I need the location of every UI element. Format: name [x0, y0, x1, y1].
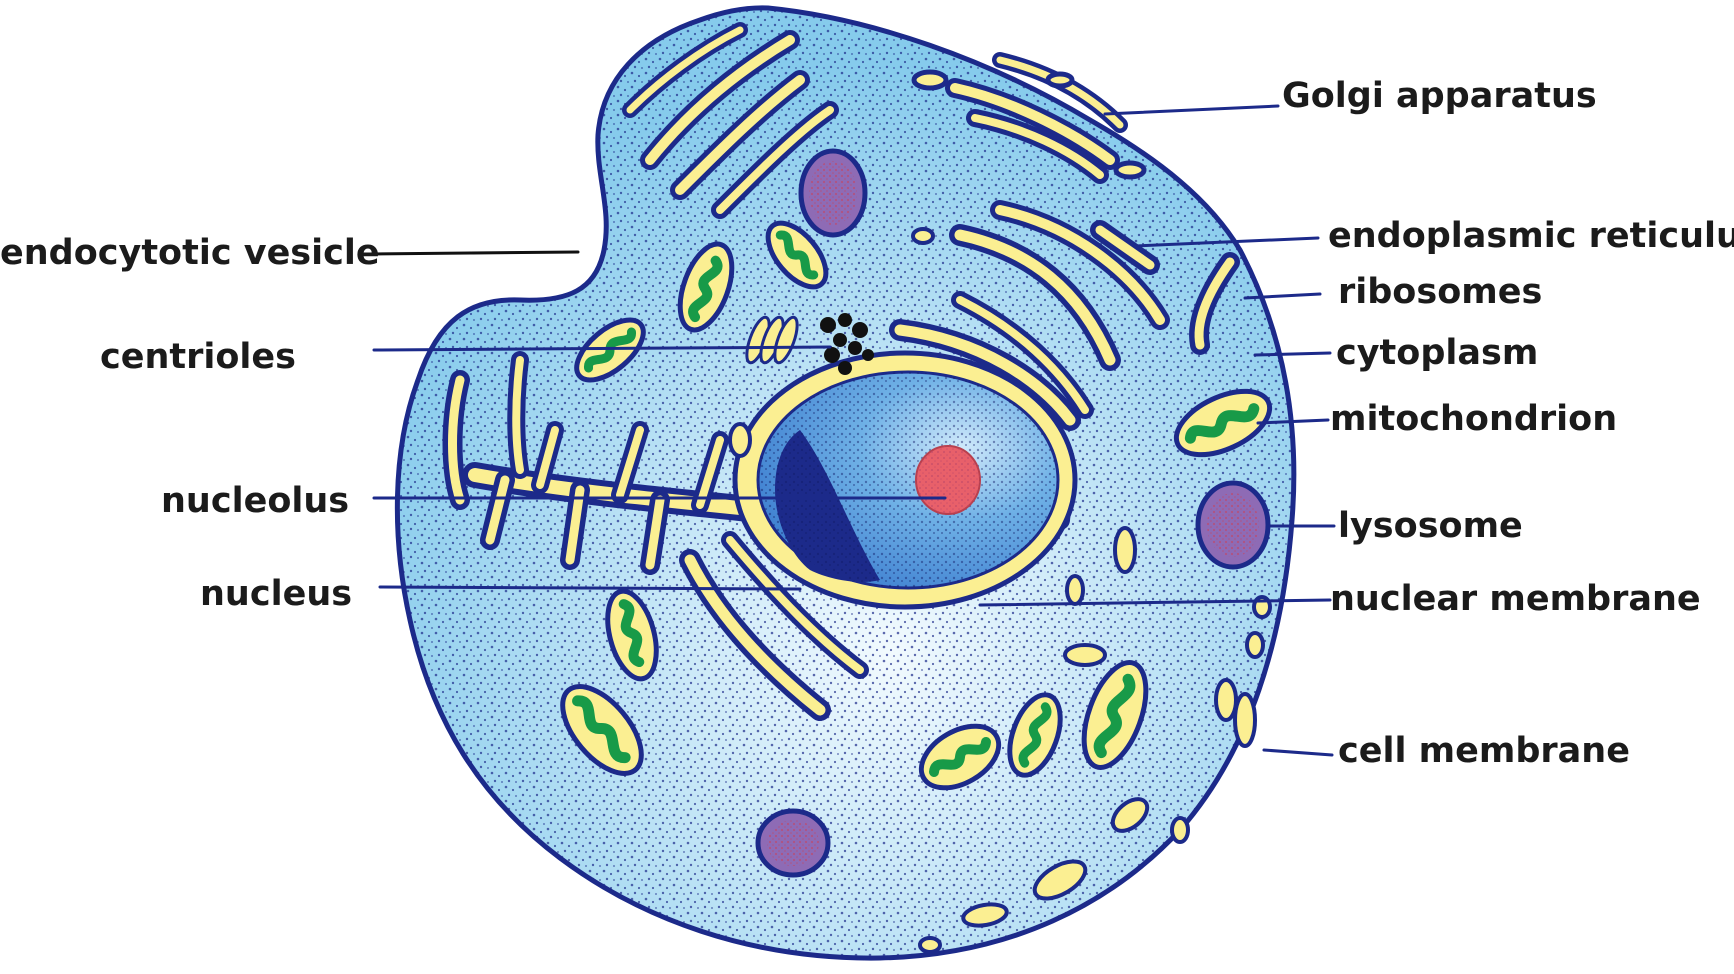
label-nuclear-membrane: nuclear membrane: [1330, 579, 1701, 619]
labels: endocytotic vesicle centrioles nucleolus…: [0, 76, 1734, 771]
nucleus: [732, 350, 1078, 610]
rough-er-upper-left: [622, 22, 839, 219]
label-endocytotic-vesicle: endocytotic vesicle: [0, 233, 380, 273]
label-nucleus: nucleus: [200, 574, 352, 614]
mitochondrion-3: [574, 317, 646, 383]
label-cytoplasm: cytoplasm: [1336, 333, 1538, 373]
mitochondrion-9: [1081, 660, 1149, 770]
mitochondrion-6: [560, 684, 644, 776]
mitochondrion-8: [1007, 692, 1063, 778]
lysosomes: [755, 148, 1271, 878]
label-cell-membrane: cell membrane: [1338, 731, 1630, 771]
golgi-apparatus: [911, 52, 1147, 184]
label-nucleolus: nucleolus: [161, 481, 349, 521]
mitochondrion-5: [605, 588, 659, 682]
centrioles: [745, 313, 874, 375]
mitochondrion-4: [1173, 388, 1273, 458]
vesicles: [728, 227, 1272, 954]
label-centrioles: centrioles: [100, 337, 296, 377]
label-ribosomes: ribosomes: [1338, 272, 1542, 312]
leader-lines: [372, 104, 1336, 757]
nucleoplasm-texture: [758, 372, 1058, 588]
lysosome-3: [755, 808, 831, 878]
mitochondrion-1: [677, 241, 735, 333]
endoplasmic-reticulum-left: [442, 351, 869, 721]
mitochondria: [560, 220, 1273, 791]
lysosome-1: [798, 148, 868, 238]
label-lysosome: lysosome: [1338, 506, 1523, 546]
label-golgi-apparatus: Golgi apparatus: [1282, 76, 1597, 116]
lysosome-2: [1195, 480, 1271, 570]
mitochondrion-2: [765, 220, 829, 290]
mitochondrion-7: [918, 723, 1002, 791]
label-mitochondrion: mitochondrion: [1330, 399, 1617, 439]
label-endoplasmic-reticulum: endoplasmic reticulum: [1328, 216, 1734, 256]
